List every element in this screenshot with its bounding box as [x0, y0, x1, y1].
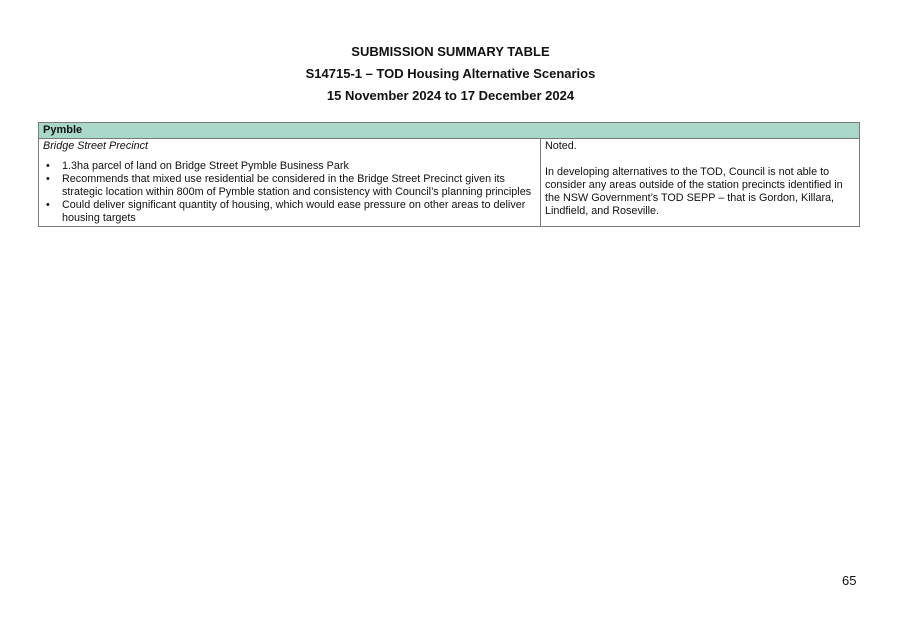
- section-header-row: Pymble: [38, 122, 860, 139]
- response-cell: Noted. In developing alternatives to the…: [540, 138, 860, 227]
- list-item: • 1.3ha parcel of land on Bridge Street P…: [46, 160, 535, 173]
- list-item-text: Could deliver significant quantity of ho…: [62, 199, 526, 224]
- table-row: Bridge Street Precinct • 1.3ha parcel of …: [38, 138, 860, 227]
- subheading: Bridge Street Precinct: [43, 140, 149, 152]
- submission-summary-table: Pymble Bridge Street Precinct • 1.3ha par…: [38, 122, 860, 227]
- list-item: • Recommends that mixed use residential b…: [46, 173, 535, 199]
- bullet-icon: •: [46, 199, 50, 211]
- page-number: 65: [842, 573, 857, 588]
- submission-cell: Bridge Street Precinct • 1.3ha parcel of …: [38, 138, 541, 227]
- bullet-icon: •: [46, 173, 50, 185]
- submission-list: • 1.3ha parcel of land on Bridge Street P…: [43, 160, 535, 225]
- document-title: SUBMISSION SUMMARY TABLE: [351, 44, 550, 59]
- list-item-text: Recommends that mixed use residential be…: [62, 173, 532, 198]
- response-text: In developing alternatives to the TOD, C…: [545, 166, 843, 217]
- list-item: • Could deliver significant quantity of h…: [46, 199, 535, 225]
- list-item-text: 1.3ha parcel of land on Bridge Street Py…: [62, 160, 349, 172]
- document-subtitle: S14715-1 – TOD Housing Alternative Scena…: [305, 66, 596, 81]
- bullet-icon: •: [46, 160, 50, 172]
- date-range: 15 November 2024 to 17 December 2024: [326, 88, 575, 103]
- response-noted: Noted.: [545, 140, 577, 152]
- section-title: Pymble: [38, 122, 860, 139]
